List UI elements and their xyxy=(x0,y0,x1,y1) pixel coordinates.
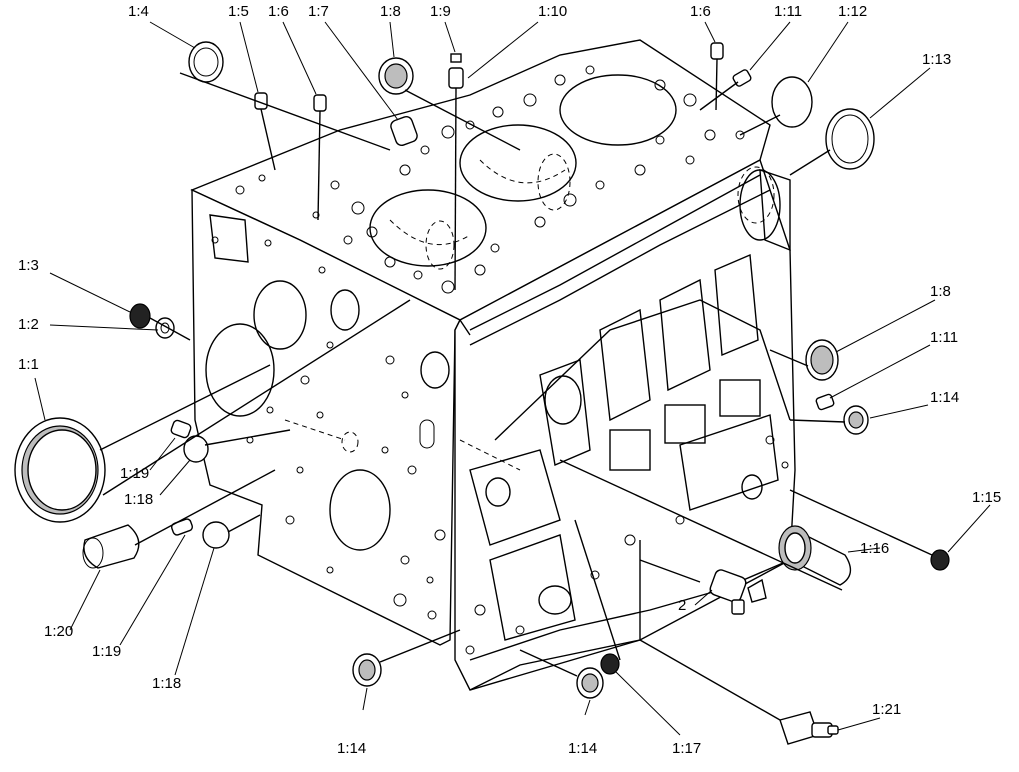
callout-1-6-right: 1:6 xyxy=(690,3,711,20)
bush-1-20 xyxy=(82,524,140,569)
front-face-details xyxy=(205,214,450,620)
callout-1-9: 1:9 xyxy=(430,3,451,20)
plug-1-15 xyxy=(930,549,950,571)
callout-1-11-right: 1:11 xyxy=(930,329,959,346)
bush-1-16 xyxy=(778,525,852,586)
plug-1-17 xyxy=(600,653,620,675)
cylinder-bores xyxy=(369,74,677,267)
bush-1-7 xyxy=(390,116,418,146)
leader-lines xyxy=(34,21,991,736)
callout-1-14-middle: 1:14 xyxy=(568,740,598,757)
callout-1-8: 1:8 xyxy=(380,3,401,20)
callout-2: 2 xyxy=(678,597,687,614)
plug-1-14c xyxy=(576,667,604,699)
callout-1-18-lower: 1:18 xyxy=(152,675,182,692)
callout-1-18: 1:18 xyxy=(124,491,154,508)
pin-1-19a xyxy=(170,419,192,439)
plug-1-8b xyxy=(805,339,839,381)
callout-1-3: 1:3 xyxy=(18,257,39,274)
callout-1-6: 1:6 xyxy=(268,3,289,20)
nozzle-1-9 xyxy=(448,53,464,89)
dowel-pin-1-6a xyxy=(313,94,327,112)
dowel-pin-1-6b xyxy=(710,42,724,60)
pin-1-11b xyxy=(815,393,835,411)
callout-1-17: 1:17 xyxy=(672,740,702,757)
callout-1-19: 1:19 xyxy=(120,465,150,482)
deck-holes xyxy=(235,65,745,294)
plug-1-3 xyxy=(129,303,151,329)
callout-1-2: 1:2 xyxy=(18,316,39,333)
callout-1-14-right: 1:14 xyxy=(930,389,960,406)
callout-1-16: 1:16 xyxy=(860,540,890,557)
washer-1-2 xyxy=(155,317,175,339)
side-face-details xyxy=(465,169,791,661)
callout-1-8-right: 1:8 xyxy=(930,283,951,300)
plug-1-12 xyxy=(771,76,813,128)
callout-1-4: 1:4 xyxy=(128,3,149,20)
callout-1-14-left: 1:14 xyxy=(337,740,367,757)
callout-1-11: 1:11 xyxy=(774,3,803,20)
hidden-lines xyxy=(284,153,775,471)
drain-cock-2 xyxy=(709,569,767,615)
plug-1-18b xyxy=(202,521,230,549)
plug-1-8a xyxy=(378,57,414,95)
cylinder-block xyxy=(190,39,796,691)
callout-1-12: 1:12 xyxy=(838,3,868,20)
callout-1-5: 1:5 xyxy=(228,3,249,20)
callout-1-20: 1:20 xyxy=(44,623,74,640)
callout-1-1: 1:1 xyxy=(18,356,39,373)
callout-1-13: 1:13 xyxy=(922,51,952,68)
callout-1-19-lower: 1:19 xyxy=(92,643,122,660)
axis-lines xyxy=(99,58,933,721)
plug-1-18a xyxy=(183,435,209,463)
plug-1-13 xyxy=(825,108,875,170)
callout-1-10: 1:10 xyxy=(538,3,568,20)
callout-1-15: 1:15 xyxy=(972,489,1002,506)
plug-1-14b xyxy=(352,653,382,687)
callout-1-21: 1:21 xyxy=(872,701,902,718)
oil-seal-1-1 xyxy=(14,417,106,523)
callout-1-7: 1:7 xyxy=(308,3,329,20)
oil-switch-1-21 xyxy=(779,711,839,745)
plug-1-14a xyxy=(843,405,869,435)
pin-1-19b xyxy=(170,518,194,536)
